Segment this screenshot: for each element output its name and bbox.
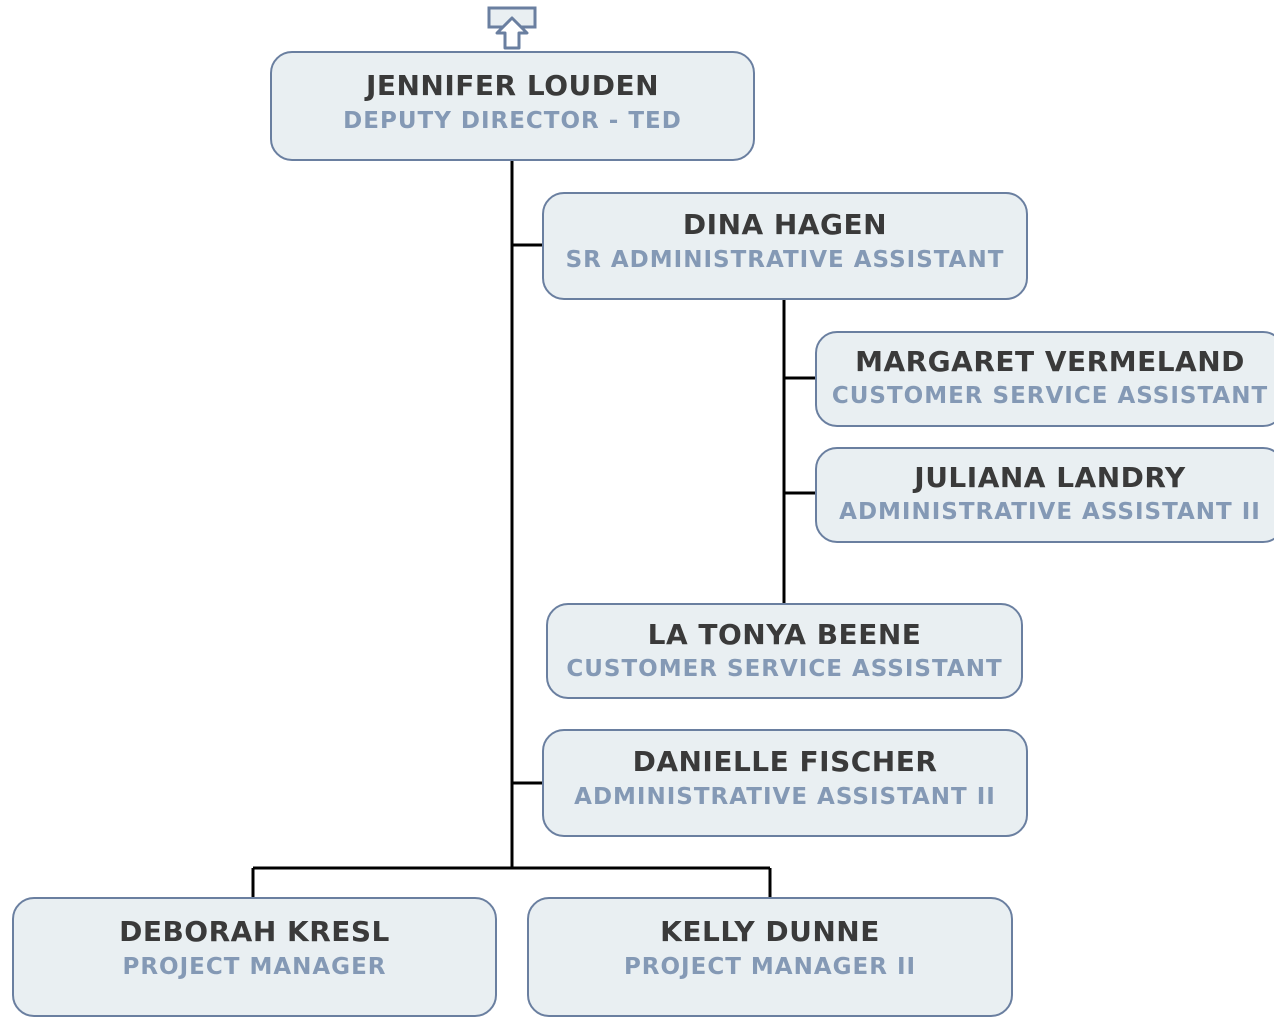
org-node-kelly-dunne[interactable]: KELLY DUNNE PROJECT MANAGER II	[527, 897, 1013, 1017]
node-title: DEPUTY DIRECTOR - TED	[343, 108, 682, 134]
node-name: DEBORAH KRESL	[119, 915, 390, 948]
org-node-margaret-vermeland[interactable]: MARGARET VERMELAND CUSTOMER SERVICE ASSI…	[815, 331, 1274, 427]
node-name: JULIANA LANDRY	[914, 461, 1186, 494]
node-name: MARGARET VERMELAND	[855, 345, 1245, 378]
org-node-dina-hagen[interactable]: DINA HAGEN SR ADMINISTRATIVE ASSISTANT	[542, 192, 1028, 300]
node-name: KELLY DUNNE	[660, 915, 880, 948]
node-title: ADMINISTRATIVE ASSISTANT II	[839, 499, 1261, 525]
node-title: ADMINISTRATIVE ASSISTANT II	[574, 784, 996, 810]
node-title: SR ADMINISTRATIVE ASSISTANT	[565, 247, 1005, 273]
arrow-up-icon[interactable]	[487, 6, 537, 52]
org-node-juliana-landry[interactable]: JULIANA LANDRY ADMINISTRATIVE ASSISTANT …	[815, 447, 1274, 543]
node-name: DANIELLE FISCHER	[632, 745, 938, 778]
org-node-deborah-kresl[interactable]: DEBORAH KRESL PROJECT MANAGER	[12, 897, 497, 1017]
node-name: LA TONYA BEENE	[647, 618, 922, 651]
node-title: CUSTOMER SERVICE ASSISTANT	[831, 383, 1269, 409]
node-name: JENNIFER LOUDEN	[365, 69, 660, 102]
node-name: DINA HAGEN	[682, 208, 888, 241]
org-node-jennifer-louden[interactable]: JENNIFER LOUDEN DEPUTY DIRECTOR - TED	[270, 51, 755, 161]
node-title: PROJECT MANAGER II	[623, 954, 917, 980]
org-node-la-tonya-beene[interactable]: LA TONYA BEENE CUSTOMER SERVICE ASSISTAN…	[546, 603, 1023, 699]
node-title: PROJECT MANAGER	[122, 954, 387, 980]
org-node-danielle-fischer[interactable]: DANIELLE FISCHER ADMINISTRATIVE ASSISTAN…	[542, 729, 1028, 837]
node-title: CUSTOMER SERVICE ASSISTANT	[566, 656, 1003, 682]
